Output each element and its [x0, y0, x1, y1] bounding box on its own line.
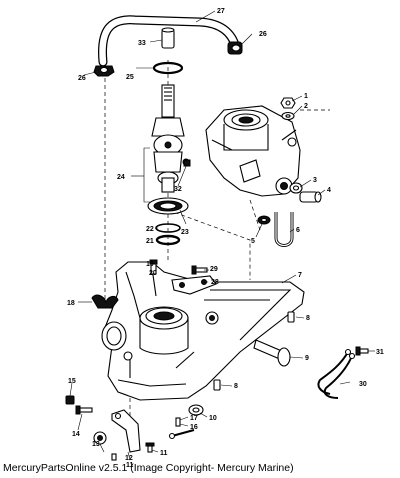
callout-32: 32: [174, 186, 182, 193]
pivot-shaft: [253, 339, 291, 367]
callout-19: 19: [146, 261, 154, 268]
screw-11-lower: [145, 442, 155, 453]
screw-14: [75, 405, 93, 415]
copyright-caption: MercuryPartsOnline v2.5.1 (Image Copyrig…: [3, 462, 294, 474]
callout-7: 7: [298, 272, 302, 279]
callout-20: 20: [149, 270, 157, 277]
screw-11-upper: [111, 453, 117, 461]
callout-2: 2: [304, 103, 308, 110]
stud-17: [175, 417, 181, 427]
pivot-pin: [299, 191, 322, 203]
callout-16: 16: [190, 424, 198, 431]
callout-10: 10: [209, 415, 217, 422]
o-ring: [155, 234, 181, 246]
stud-16: [168, 429, 195, 440]
u-bolt: [274, 212, 294, 247]
callout-15: 15: [68, 378, 76, 385]
callout-14: 14: [72, 431, 80, 438]
callout-labels: 1 2 3 4 5 6 7 8 8 9 10 11 11 12 13 14 15…: [67, 8, 384, 469]
water-hose: [97, 15, 241, 67]
lock-washer: [257, 215, 271, 225]
callout-18: 18: [67, 300, 75, 307]
trim-bracket: [171, 275, 217, 295]
bearing: [147, 197, 189, 215]
callout-21: 21: [146, 238, 154, 245]
callout-5: 5: [251, 238, 255, 245]
callout-22: 22: [146, 226, 154, 233]
callout-4: 4: [327, 187, 331, 194]
callout-11-upper: 11: [126, 462, 134, 469]
callout-31: 31: [376, 349, 384, 356]
bolt-19: [149, 259, 158, 275]
callout-6: 6: [296, 227, 300, 234]
leader-lines: [69, 10, 375, 461]
dowel-pin-upper: [287, 311, 295, 323]
callout-9: 9: [305, 355, 309, 362]
callout-27: 27: [217, 8, 225, 15]
screw-31: [355, 346, 369, 356]
callout-26-left: 26: [78, 75, 86, 82]
callout-30: 30: [359, 381, 367, 388]
dowel-pin-lower: [213, 379, 221, 391]
callout-23: 23: [181, 229, 189, 236]
thrust-washer: [188, 404, 204, 416]
callout-8-lower: 8: [234, 383, 238, 390]
swivel-bracket: [101, 261, 305, 401]
callout-29: 29: [210, 266, 218, 273]
washer: [281, 111, 295, 121]
callout-8-upper: 8: [306, 315, 310, 322]
callout-1: 1: [304, 93, 308, 100]
universal-joint-shaft: [151, 84, 190, 193]
callout-25: 25: [126, 74, 134, 81]
nut: [280, 97, 296, 109]
bushing: [289, 182, 303, 194]
callout-26-right: 26: [259, 31, 267, 38]
callout-33: 33: [138, 40, 146, 47]
callout-13: 13: [92, 441, 100, 448]
hose-fitting-right: [227, 41, 243, 55]
hose-clip: [91, 294, 119, 309]
callout-11-lower: 11: [160, 450, 168, 457]
callout-17: 17: [190, 415, 198, 422]
screw-15: [65, 395, 75, 405]
mounting-bracket: [111, 409, 141, 453]
callout-24: 24: [117, 174, 125, 181]
sleeve: [161, 27, 175, 49]
callout-12: 12: [125, 455, 133, 462]
callout-3: 3: [313, 177, 317, 184]
gimbal-housing: [205, 105, 301, 197]
ground-wire-harness: [317, 348, 356, 399]
hose-fitting-left: [93, 65, 115, 77]
screw-32: [183, 159, 191, 167]
callout-bracket-24: [131, 147, 150, 203]
callout-28: 28: [211, 279, 219, 286]
